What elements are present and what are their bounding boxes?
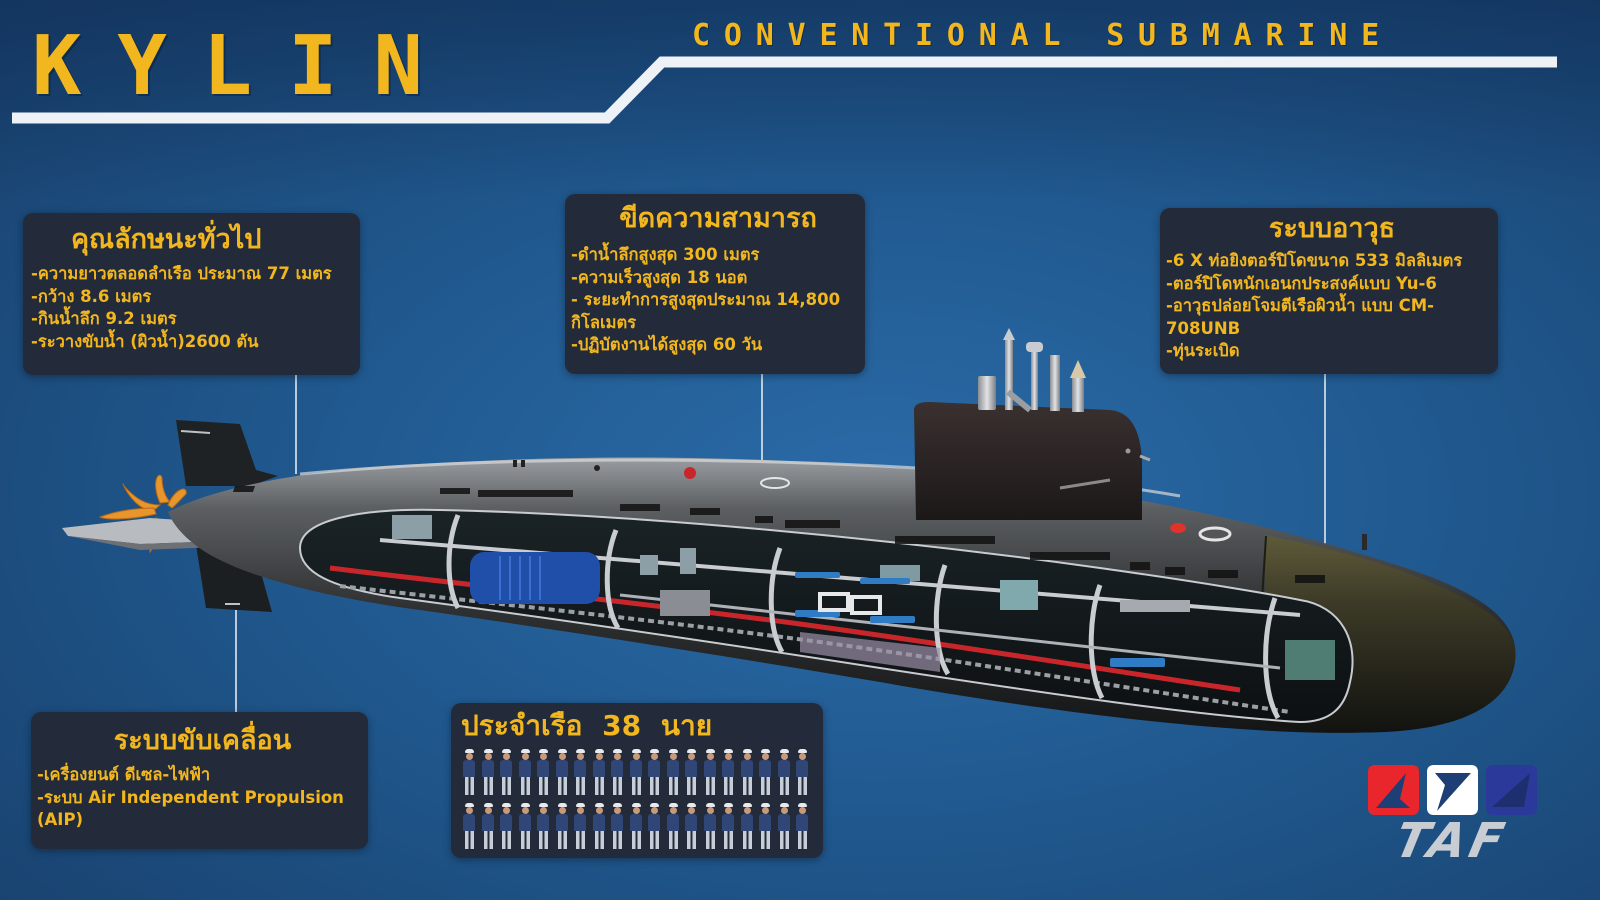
sailor-icon [665,803,681,851]
sailor-icon [776,803,792,851]
sailor-icon [554,803,570,851]
spec-item: - ระยะทำการสูงสุดประมาณ 14,800 กิโลเมตร [571,290,841,332]
sailor-icon [683,803,699,851]
sailor-icon [702,749,718,797]
sailor-icon [720,803,736,851]
sailor-icon [683,749,699,797]
crew-icon-grid [461,749,823,851]
spec-item: -เครื่องยนต์ ดีเซล-ไฟฟ้า [37,765,211,784]
panel-heading: ระบบขับเคลื่อน [113,725,292,756]
spec-item: -ดำน้ำลึกสูงสุด 300 เมตร [571,245,760,264]
panel-heading: ประจำเรือ 38 นาย [461,709,713,742]
sailor-icon [498,749,514,797]
sailor-icon [554,749,570,797]
sailor-icon [720,749,736,797]
sailor-icon [461,803,477,851]
spec-list: -6 X ท่อยิงตอร์ปิโดขนาด 533 มิลลิเมตร -ต… [1166,250,1498,363]
sailor-icon [646,803,662,851]
sailor-icon [572,749,588,797]
spec-list: -ความยาวตลอดลำเรือ ประมาณ 77 เมตร -กว้าง… [31,263,360,353]
panel-crew: ประจำเรือ 38 นาย [451,703,823,858]
panel-heading: ขีดความสามารถ [619,203,817,234]
sailor-icon [609,749,625,797]
red-triangle-icon [1368,765,1419,815]
spec-item: -ตอร์ปิโดหนักเอนกประสงค์แบบ Yu-6 [1166,273,1437,293]
spec-item: -กว้าง 8.6 เมตร [31,286,152,306]
title-underline [12,56,1557,124]
spec-item: -ทุ่นระเบิด [1166,341,1240,360]
panel-heading: ระบบอาวุธ [1268,213,1396,244]
sailor-icon [591,803,607,851]
sailor-icon [628,803,644,851]
blue-triangle-icon [1486,765,1537,815]
panel-propulsion: ระบบขับเคลื่อน -เครื่องยนต์ ดีเซล-ไฟฟ้า … [31,712,368,849]
spec-item: -ปฏิบัตงานได้สูงสุด 60 วัน [571,335,763,354]
panel-general-characteristics: คุณลักษนะทั่วไป -ความยาวตลอดลำเรือ ประมา… [23,213,360,375]
sailor-icon [702,803,718,851]
sailor-icon [535,749,551,797]
sailor-icon [757,803,773,851]
sailor-icon [628,749,644,797]
spec-item: -ระวางขับน้ำ (ผิวน้ำ)2600 ตัน [31,331,259,351]
sailor-icon [739,803,755,851]
white-triangle-icon [1427,765,1478,815]
sailor-icon [757,749,773,797]
sailor-icon [665,749,681,797]
sailor-icon [480,749,496,797]
sailor-icon [517,749,533,797]
page-subtitle: CONVENTIONAL SUBMARINE [692,18,1393,53]
sailor-icon [609,803,625,851]
page-title: KYLIN [32,19,459,114]
panel-performance: ขีดความสามารถ -ดำน้ำลึกสูงสุด 300 เมตร -… [565,194,865,374]
spec-item: -6 X ท่อยิงตอร์ปิโดขนาด 533 มิลลิเมตร [1166,251,1463,270]
spec-item: -กินน้ำลึก 9.2 เมตร [31,309,177,328]
background-shade [0,0,1600,200]
spec-item: -ระบบ Air Independent Propulsion (AIP) [37,787,344,830]
sailor-icon [535,803,551,851]
sailor-icon [794,749,810,797]
sailor-icon [517,803,533,851]
sailor-icon [480,803,496,851]
sailor-icon [646,749,662,797]
sailor-icon [572,803,588,851]
spec-list: -เครื่องยนต์ ดีเซล-ไฟฟ้า -ระบบ Air Indep… [37,764,368,832]
sailor-icon [498,803,514,851]
sailor-icon [776,749,792,797]
sailor-icon [591,749,607,797]
spec-item: -ความยาวตลอดลำเรือ ประมาณ 77 เมตร [31,264,332,283]
spec-item: -อาวุธปล่อยโจมตีเรือผิวน้ำ แบบ CM-708UNB [1166,296,1434,338]
panel-heading: คุณลักษนะทั่วไป [71,224,262,255]
sailor-icon [461,749,477,797]
sailor-icon [794,803,810,851]
spec-list: -ดำน้ำลึกสูงสุด 300 เมตร -ความเร็วสูงสุด… [571,244,865,357]
panel-weapons: ระบบอาวุธ -6 X ท่อยิงตอร์ปิโดขนาด 533 มิ… [1160,208,1498,374]
spec-item: -ความเร็วสูงสุด 18 นอต [571,267,748,287]
sailor-icon [739,749,755,797]
logo-text: TAF [1390,813,1513,869]
